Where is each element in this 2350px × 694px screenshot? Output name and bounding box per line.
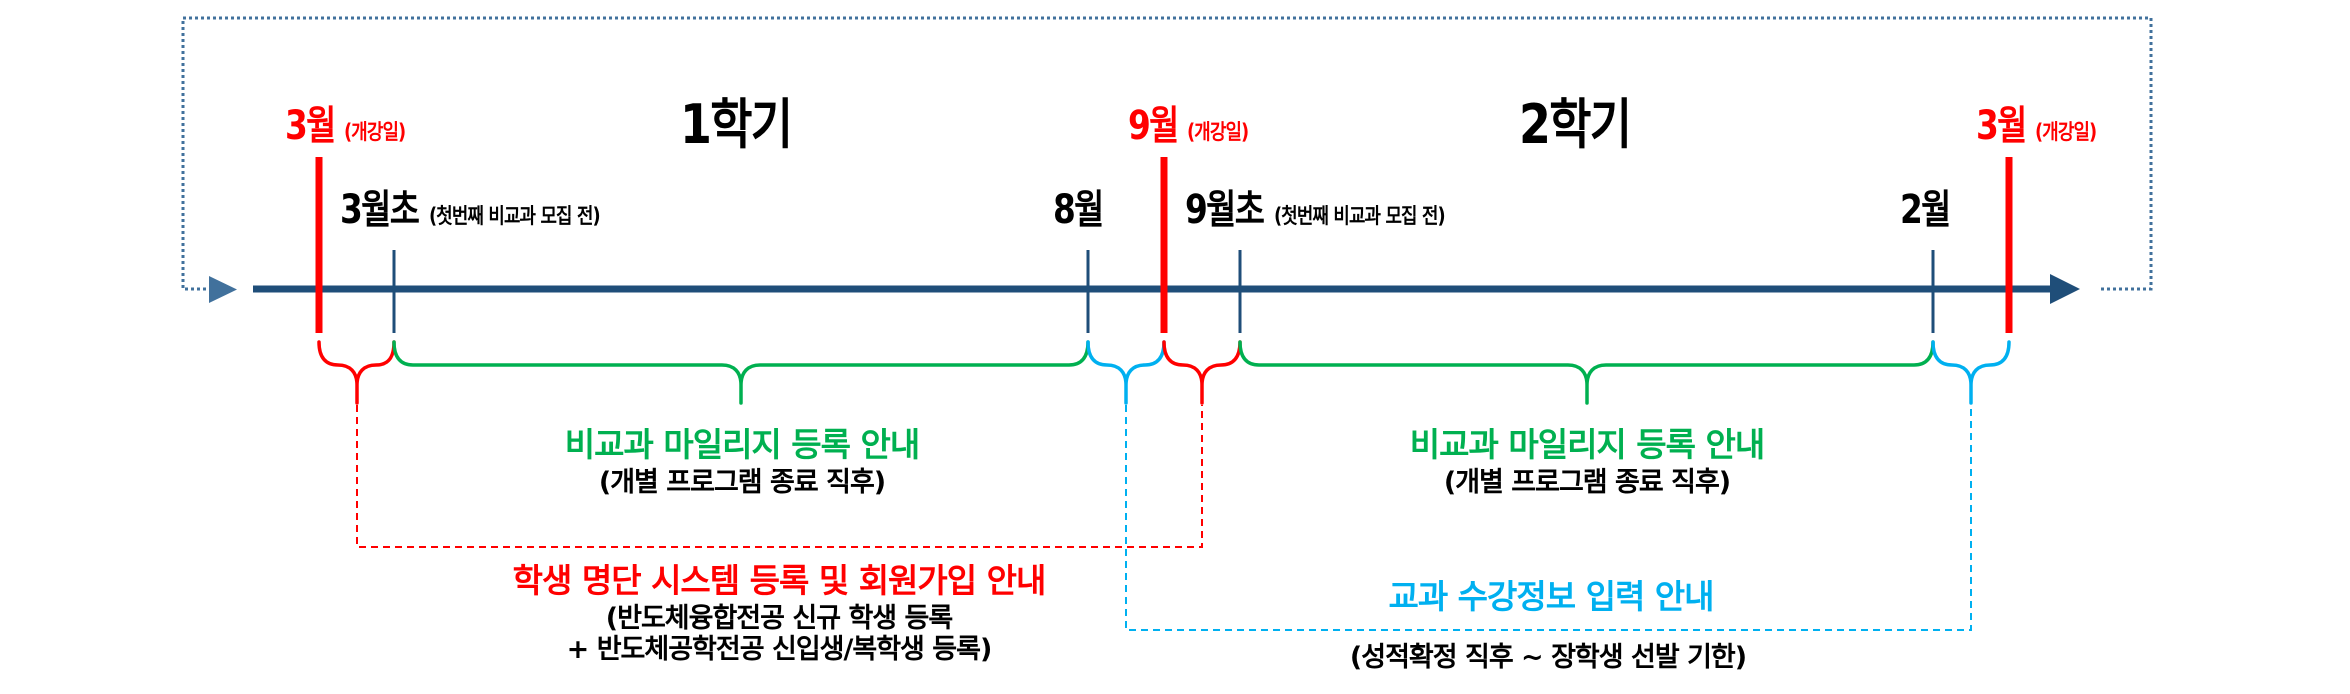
course-dashed-connector: [1125, 405, 1972, 631]
mileage-title: 비교과 마일리지 등록 안내: [1409, 425, 1765, 464]
brace-roster-1: [317, 340, 396, 405]
roster-dashed-connector: [356, 405, 1203, 548]
mileage-notice-2: 비교과 마일리지 등록 안내 (개별 프로그램 종료 직후): [1409, 425, 1765, 498]
brace-mileage-2: [1238, 340, 1935, 405]
loop-arrow-icon: [209, 276, 237, 303]
roster-subtitle-line1: (반도체융합전공 신규 학생 등록: [605, 603, 953, 634]
opening-note: (개강일): [1186, 120, 1249, 144]
course-subtitle: (성적확정 직후 ~ 장학생 선발 기한): [1349, 642, 1747, 673]
semester-1-label: 1학기: [680, 93, 793, 156]
opening-month: 3월: [285, 103, 336, 149]
opening-note: (개강일): [2034, 120, 2097, 144]
roster-subtitle-line2: + 반도체공학전공 신입생/복학생 등록): [566, 634, 993, 665]
tick-month: 2월: [1900, 187, 1951, 233]
opening-label-2: 9월 (개강일): [1128, 106, 1259, 146]
brace-course-2: [1931, 340, 2011, 405]
brace-mileage-1: [392, 340, 1090, 405]
annual-loop-connector: [181, 16, 2153, 291]
tick-label-2월: 2월: [1900, 190, 1961, 230]
tick-month: 9월초: [1185, 187, 1265, 233]
opening-label-1: 3월 (개강일): [285, 106, 416, 146]
mileage-title: 비교과 마일리지 등록 안내: [564, 425, 920, 464]
mileage-subtitle: (개별 프로그램 종료 직후): [598, 467, 886, 498]
roster-title: 학생 명단 시스템 등록 및 회원가입 안내: [512, 561, 1047, 600]
brace-roster-2: [1162, 340, 1242, 405]
tick-label-9월초: 9월초 (첫번째 비교과 모집 전): [1185, 190, 1475, 230]
semester-2-label: 2학기: [1519, 93, 1632, 156]
mileage-subtitle: (개별 프로그램 종료 직후): [1443, 467, 1731, 498]
roster-notice: 학생 명단 시스템 등록 및 회원가입 안내 (반도체융합전공 신규 학생 등록…: [512, 561, 1047, 665]
opening-label-3: 3월 (개강일): [1976, 106, 2107, 146]
opening-month: 3월: [1976, 103, 2027, 149]
opening-note: (개강일): [343, 120, 406, 144]
tick-label-3월초: 3월초 (첫번째 비교과 모집 전): [340, 190, 630, 230]
tick-month: 8월: [1053, 187, 1104, 233]
mileage-notice-1: 비교과 마일리지 등록 안내 (개별 프로그램 종료 직후): [564, 425, 920, 498]
tick-label-8월: 8월: [1053, 190, 1114, 230]
course-title: 교과 수강정보 입력 안내: [1388, 577, 1714, 616]
month-ticks: [392, 250, 1935, 333]
opening-lines: [315, 157, 2013, 333]
opening-month: 9월: [1128, 103, 1179, 149]
tick-note: (첫번째 비교과 모집 전): [1274, 204, 1446, 228]
tick-note: (첫번째 비교과 모집 전): [429, 204, 601, 228]
time-axis-arrowhead-icon: [2050, 274, 2080, 304]
tick-month: 3월초: [340, 187, 420, 233]
brace-course-1: [1086, 340, 1166, 405]
